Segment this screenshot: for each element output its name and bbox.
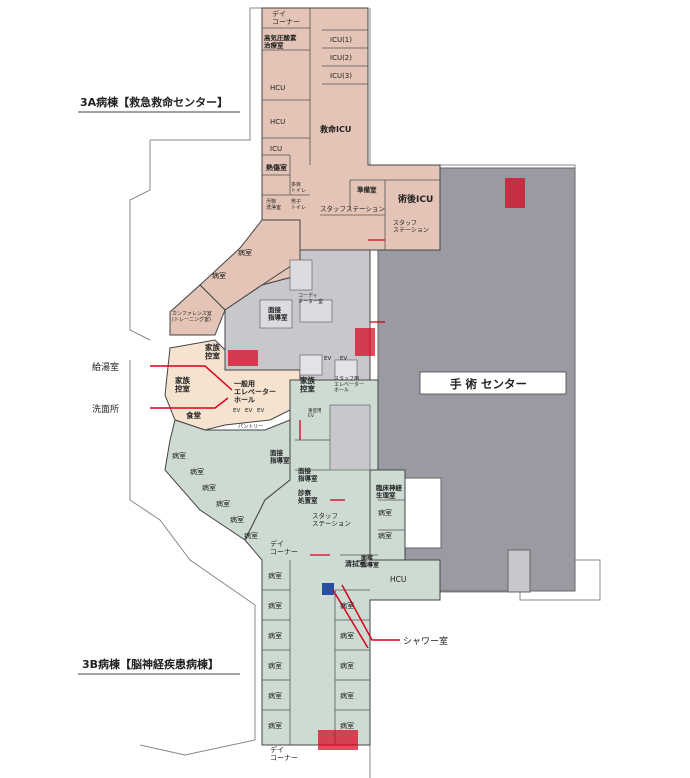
ward-3b-right-2: 病室 <box>340 631 354 640</box>
toilet-label: 多目トイレ <box>291 181 306 194</box>
staff-station-3a-2-label: スタッフステーション <box>393 219 429 234</box>
ev-label-3: EV <box>257 408 264 414</box>
ward-3b-room-label-2: 病室 <box>190 467 204 476</box>
circulation-arrows <box>299 239 385 556</box>
staff-ev-2-label: EV <box>340 356 347 362</box>
ward-3b-left-5: 病室 <box>268 691 282 700</box>
ward-3b-left-4: 病室 <box>268 661 282 670</box>
kyuto-callout: 給湯室 <box>92 361 119 373</box>
ward-3b-left-6: 病室 <box>268 721 282 730</box>
surgery-stair-right <box>507 549 531 593</box>
shower-callout: シャワー室 <box>403 635 448 647</box>
ward-3b-room-label-1: 病室 <box>172 451 186 460</box>
ward-3b-right-5: 病室 <box>340 721 354 730</box>
ward-3b-room-label-4: 病室 <box>216 499 230 508</box>
ev-label-2: EV <box>245 408 252 414</box>
interview-3b-3-label: 面接指導室 <box>361 554 379 569</box>
family-wait-2-label: 家族控室 <box>175 375 190 394</box>
ev-label-1: EV <box>233 408 240 414</box>
hcu-2-label: HCU <box>270 118 285 126</box>
ward-3b-side-room-1: 病室 <box>378 508 392 517</box>
hcu-1-label: HCU <box>270 84 285 92</box>
ward-3b-side-room-2: 病室 <box>378 531 392 540</box>
heat-room-label: 熱傷室 <box>266 163 287 172</box>
neuro-lab-label: 臨床神経生理室 <box>376 483 403 499</box>
ward-3b-left-2: 病室 <box>268 601 282 610</box>
callout-lines <box>150 365 400 649</box>
interview-3a-label: 面接指導室 <box>268 305 288 321</box>
ward-3a-room2-label: 病室 <box>212 271 226 280</box>
bath-label: 清拭室 <box>345 559 366 568</box>
ward-3a-title: 3A病棟【救急救命センター】 <box>80 95 228 109</box>
icu2-label: ICU(2) <box>330 54 352 62</box>
service-core-upper <box>224 249 375 381</box>
surgery-center-label: 手 術 センター <box>450 377 527 391</box>
ward-3b-room-label-6: 病室 <box>244 531 258 540</box>
family-wait-3-label: 家族控室 <box>300 375 315 394</box>
ward-3b-right-3: 病室 <box>340 661 354 670</box>
staff-elevator-label: スタッフ用エレベーターホール <box>334 375 364 394</box>
icu-label: ICU <box>270 145 282 153</box>
ward-3b <box>164 379 441 750</box>
interview-3b-2-label: 面接指導室 <box>298 466 318 482</box>
surgery-white-block <box>404 477 442 549</box>
day-corner-3b-bottom-label: デイコーナー <box>270 745 298 762</box>
post-op-icu-label: 術後ICU <box>397 193 433 205</box>
ward-3b-right-4: 病室 <box>340 691 354 700</box>
icu1-label: ICU(1) <box>330 36 352 44</box>
ward-3b-title: 3B病棟【脳神経疾患病棟】 <box>82 657 219 671</box>
dining-label: 食堂 <box>186 410 201 420</box>
surgery-stair-top <box>505 178 525 208</box>
surgery-center-banner <box>419 371 567 395</box>
hcu-3b-label: HCU <box>390 575 406 584</box>
interview-3b-label: 面接指導室 <box>270 448 290 464</box>
ward-3b-left-1: 病室 <box>268 571 282 580</box>
staff-station-3b-label: スタッフステーション <box>312 511 351 527</box>
coordinator-label: コーディネーター室 <box>298 292 323 305</box>
ward-3b-room-label-3: 病室 <box>202 483 216 492</box>
pantry-label: パントリー <box>238 424 263 430</box>
ward-3b-left-3: 病室 <box>268 631 282 640</box>
day-corner-3b-top-label: デイコーナー <box>270 539 298 556</box>
staff-ev-label: EV <box>324 356 331 362</box>
conference-label: カンファレンス室(トレーニング室) <box>172 310 212 323</box>
day-corner-3a-label: デイコーナー <box>272 9 300 26</box>
senmen-callout: 洗面所 <box>92 403 119 415</box>
elevator-hall-label: 一般用エレベーターホール <box>234 379 276 404</box>
prep-room-label: 準備室 <box>357 185 377 194</box>
hyperbaric-label: 高気圧酸素治療室 <box>264 33 297 49</box>
exam-room-label: 診察処置室 <box>297 488 318 504</box>
icu3-label: ICU(3) <box>330 72 352 80</box>
family-wait-1-label: 家族控室 <box>205 342 220 361</box>
staff-station-3a-label: スタッフステーション <box>320 204 385 213</box>
ward-3b-room-label-5: 病室 <box>230 515 244 524</box>
ward-3b-right-1: 病室 <box>340 601 354 610</box>
toilet2-label: 男子トイレ <box>291 198 306 211</box>
ward-3a-room1-label: 病室 <box>238 248 252 257</box>
emergency-icu-label: 救命ICU <box>320 124 351 134</box>
dirty-utility-label: 汚物洗浄室 <box>266 198 281 211</box>
